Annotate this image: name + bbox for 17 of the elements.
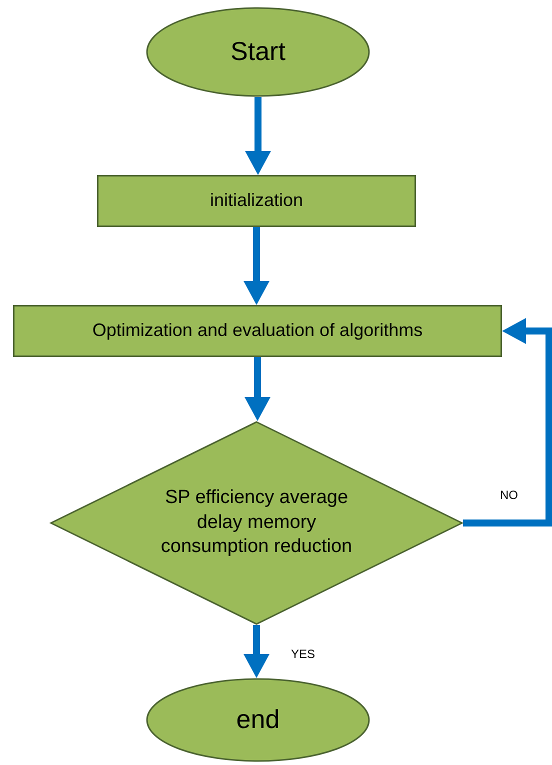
process-box xyxy=(13,305,502,357)
node-label: SP efficiency average delay memory consumption reduction xyxy=(160,486,354,560)
decision-diamond xyxy=(50,421,463,625)
start-terminal xyxy=(146,7,370,97)
arrow xyxy=(244,227,270,305)
end-terminal xyxy=(146,678,370,762)
arrow xyxy=(244,625,270,678)
node-label: end xyxy=(236,703,280,736)
edge-label: NO xyxy=(498,488,520,502)
arrow xyxy=(244,357,270,421)
node-label: Start xyxy=(230,35,286,68)
arrow xyxy=(463,318,552,526)
process-box xyxy=(97,175,416,227)
node-label: Optimization and evaluation of algorithms xyxy=(92,319,423,342)
edge-label: YES xyxy=(289,647,318,661)
node-label: initialization xyxy=(210,189,304,212)
arrow xyxy=(245,97,271,175)
